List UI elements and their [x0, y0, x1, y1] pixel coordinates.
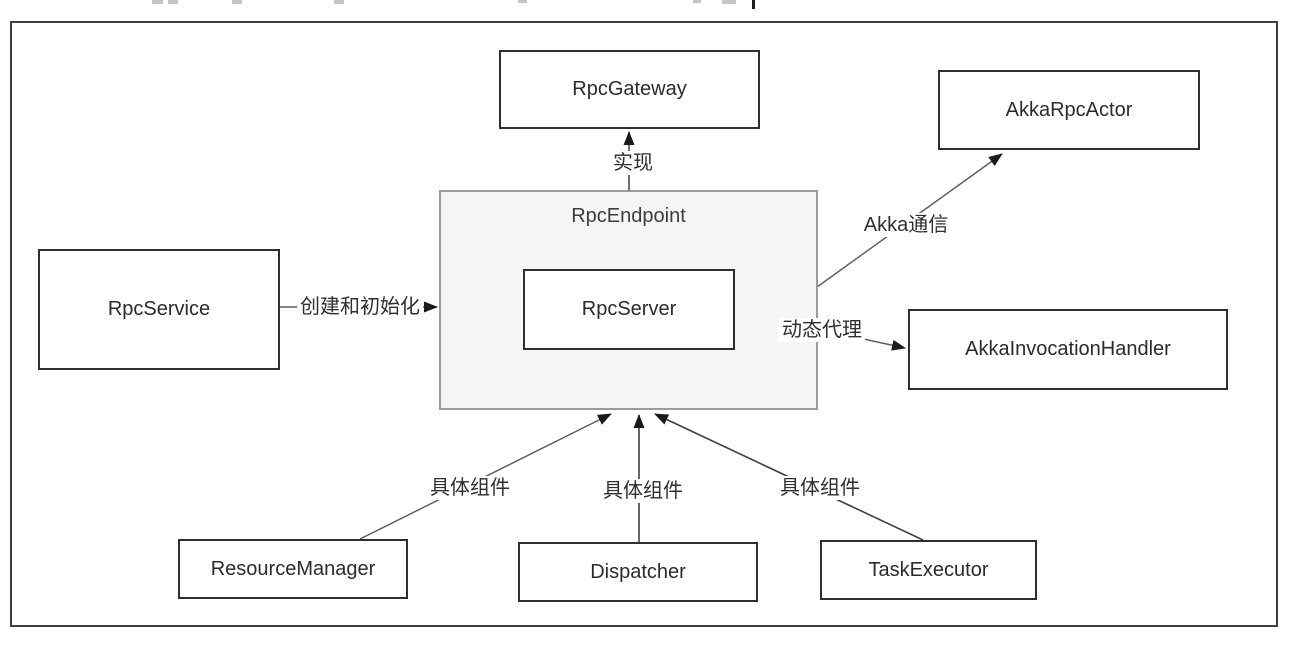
node-rpc-gateway-label: RpcGateway	[572, 78, 687, 100]
node-rpc-service-label: RpcService	[107, 298, 211, 320]
clipped-text-artifact	[722, 0, 736, 4]
node-dispatcher-label: Dispatcher	[590, 560, 686, 583]
edge-dynamic-proxy-label: 动态代理	[779, 318, 865, 342]
edge-implement-label: 实现	[610, 151, 656, 175]
node-task-executor: TaskExecutor	[820, 540, 1037, 600]
clipped-text-artifact	[168, 0, 178, 4]
node-akka-invocation-handler-label: AkkaInvocationHandler	[965, 338, 1171, 360]
node-resource-manager-label: ResourceManager	[210, 557, 376, 580]
node-akka-invocation-handler: AkkaInvocationHandler	[908, 309, 1228, 390]
node-dispatcher: Dispatcher	[518, 542, 758, 602]
node-rpc-gateway: RpcGateway	[499, 50, 760, 129]
edge-akka-communication-label: Akka通信	[860, 213, 952, 237]
edge-concrete-component-2-label: 具体组件	[600, 479, 686, 503]
clipped-text-artifact	[152, 0, 163, 4]
edge-create-and-init-label: 创建和初始化	[297, 295, 423, 319]
node-akka-rpc-actor: AkkaRpcActor	[938, 70, 1200, 150]
text-cursor	[752, 0, 755, 9]
clipped-text-artifact	[334, 0, 344, 4]
node-rpc-endpoint-label: RpcEndpoint	[571, 205, 686, 227]
edge-concrete-component-1-label: 具体组件	[427, 476, 513, 500]
node-akka-rpc-actor-label: AkkaRpcActor	[1005, 98, 1133, 121]
edge-concrete-component-3-label: 具体组件	[777, 476, 863, 500]
clipped-text-artifact	[518, 0, 527, 3]
node-task-executor-label: TaskExecutor	[868, 558, 989, 581]
node-rpc-service: RpcService	[38, 249, 280, 370]
node-resource-manager: ResourceManager	[178, 539, 408, 599]
node-rpc-server-label: RpcServer	[581, 298, 677, 320]
clipped-text-artifact	[693, 0, 701, 3]
node-rpc-server: RpcServer	[523, 269, 735, 350]
clipped-text-artifact	[232, 0, 242, 4]
